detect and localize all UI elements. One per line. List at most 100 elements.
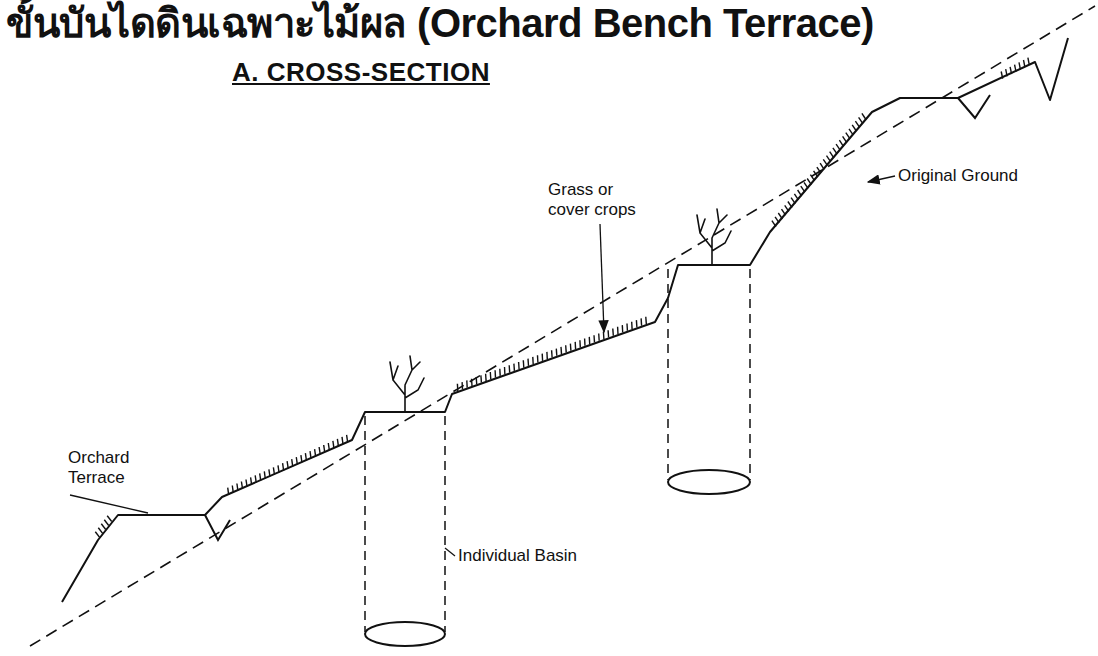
hatch-stroke [466, 380, 468, 387]
hatch-stroke [862, 113, 866, 119]
hatch-stroke [575, 342, 577, 349]
hatch-stroke [457, 384, 459, 391]
leader-line [70, 495, 148, 513]
hatch-stroke [237, 484, 238, 491]
hatch-stroke [830, 152, 834, 158]
hatch-stroke [607, 330, 609, 337]
hatch-stroke [337, 439, 338, 446]
hatch-stroke [342, 437, 343, 444]
hatch-stroke [296, 457, 297, 464]
original-ground-line [30, 6, 1095, 646]
hatch-stroke [782, 209, 786, 215]
hatch-stroke [509, 365, 511, 372]
hatch-stroke [1010, 67, 1012, 74]
hatch-stroke [785, 205, 789, 211]
hatch-stroke [264, 471, 265, 478]
hatch-stroke [319, 447, 320, 454]
hatch-stroke [95, 532, 100, 538]
hatch-stroke [480, 375, 482, 382]
hatch-stroke [98, 528, 103, 534]
terrace-label: Orchard Terrace [68, 448, 148, 487]
hatch-stroke [636, 320, 638, 327]
terrace-profile [62, 38, 1068, 602]
hatch-stroke [273, 467, 274, 474]
tree-symbol [390, 209, 731, 412]
hatch-stroke [846, 133, 850, 139]
hatch-stroke [251, 477, 252, 484]
hatch-stroke [598, 334, 600, 341]
basin-label: Individual Basin [458, 546, 577, 566]
page-title: ขั้นบันไดดินเฉพาะไม้ผล (Orchard Bench Te… [6, 0, 874, 46]
hatch-stroke [527, 359, 529, 366]
hatch-stroke [814, 171, 818, 177]
hatch-stroke [622, 325, 624, 332]
hatch-stroke [523, 360, 525, 367]
hatch-stroke [640, 318, 642, 325]
hatch-stroke [589, 337, 591, 344]
hatch-stroke [278, 465, 279, 472]
hatch-stroke [228, 488, 229, 495]
section-heading: A. CROSS-SECTION [232, 58, 490, 88]
hatch-stroke [810, 175, 814, 181]
hatch-stroke [471, 379, 473, 386]
hatch-stroke [1019, 62, 1020, 69]
hatch-stroke [556, 349, 558, 356]
grass-hatching [95, 58, 1029, 538]
hatch-stroke [101, 524, 105, 530]
hatch-stroke [333, 441, 334, 448]
hatch-stroke [476, 377, 478, 384]
hatch-stroke [788, 202, 792, 208]
grass-label: Grass or cover crops [548, 180, 658, 219]
hatch-stroke [104, 520, 108, 526]
hatch-stroke [804, 182, 808, 188]
hatch-stroke [593, 335, 595, 342]
hatch-stroke [315, 449, 316, 456]
hatch-stroke [542, 354, 544, 361]
hatch-stroke [775, 217, 779, 223]
hatch-stroke [612, 329, 614, 336]
hatch-stroke [532, 357, 534, 364]
hatch-stroke [823, 159, 827, 165]
hatch-stroke [584, 339, 586, 346]
hatch-stroke [626, 324, 628, 331]
hatch-stroke [551, 350, 553, 357]
hatch-stroke [772, 221, 776, 227]
hatch-stroke [490, 372, 492, 379]
hatch-stroke [794, 194, 798, 200]
leader-line [868, 176, 895, 182]
hatch-stroke [107, 516, 112, 522]
leader-line [600, 224, 604, 332]
hatch-stroke [292, 459, 293, 466]
hatch-stroke [579, 340, 581, 347]
hatch-stroke [546, 352, 548, 359]
hatch-stroke [324, 445, 325, 452]
hatch-stroke [849, 129, 853, 135]
hatch-stroke [560, 347, 562, 354]
hatch-stroke [255, 475, 256, 482]
hatch-stroke [246, 480, 247, 487]
hatch-stroke [518, 362, 520, 369]
hatch-stroke [843, 136, 847, 142]
hatch-stroke [310, 451, 311, 458]
hatch-stroke [836, 144, 840, 150]
hatch-stroke [1024, 60, 1025, 67]
hatch-stroke [328, 443, 329, 450]
hatch-stroke [801, 186, 805, 192]
hatch-stroke [494, 370, 496, 377]
ground-label: Original Ground [898, 166, 1018, 186]
hatch-stroke [485, 374, 487, 381]
hatch-stroke [1006, 69, 1007, 76]
hatch-stroke [269, 469, 270, 476]
terrace-notch [958, 95, 990, 118]
hatch-stroke [301, 455, 302, 462]
hatch-stroke [807, 179, 811, 185]
hatch-stroke [232, 486, 233, 493]
hatch-stroke [565, 345, 567, 352]
hatch-stroke [1015, 65, 1016, 72]
hatch-stroke [631, 322, 633, 329]
hatch-stroke [499, 369, 501, 376]
hatch-stroke [839, 140, 843, 146]
hatch-stroke [347, 435, 348, 442]
hatch-stroke [537, 355, 539, 362]
